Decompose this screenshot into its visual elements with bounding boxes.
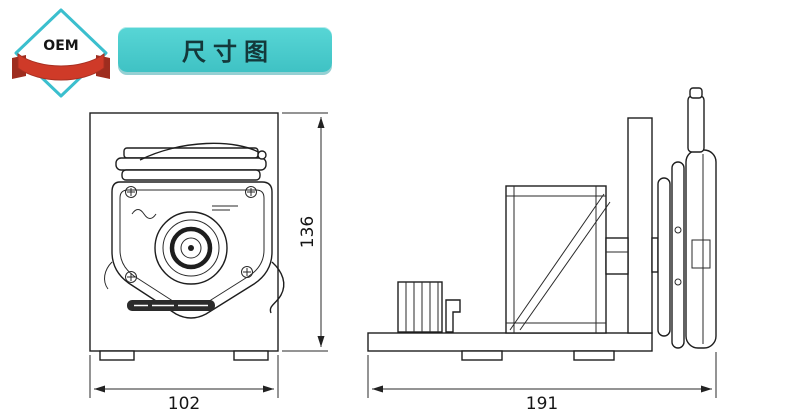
mounting-plate [627,117,653,334]
side-width-dimension: 191 [367,352,717,414]
side-lever [687,95,705,153]
base-plate [367,332,653,352]
side-width-dimension-label: 191 [526,394,558,414]
oem-badge: OEM [10,6,112,102]
rotor-outer-circle [154,211,228,285]
motor-block [505,185,629,334]
side-view-drawing [367,87,717,361]
tube-right [269,261,285,314]
foot-right [233,350,269,361]
section-banner-title: 尺寸图 [182,38,275,66]
height-dimension: 136 [282,112,328,352]
side-foot-right [573,350,615,361]
front-width-dimension-label: 102 [168,394,200,414]
oem-badge-art: OEM [12,8,110,98]
height-dimension-label: 136 [298,216,318,248]
foot-left [99,350,135,361]
label-band [127,300,215,311]
clamp-lever [139,142,263,161]
clamp-block [397,281,461,333]
badge-ribbon [12,53,110,81]
brand-logo [131,209,157,219]
front-width-dimension: 102 [89,355,279,414]
rotor-bearing-ring [169,226,213,270]
side-foot-left [461,350,503,361]
head-screws [125,186,257,283]
pump-head-side [651,87,717,349]
front-view-drawing [89,112,285,361]
support-brace [509,193,611,331]
oem-badge-label: OEM [43,38,78,54]
section-banner: 尺寸图 [118,27,332,72]
